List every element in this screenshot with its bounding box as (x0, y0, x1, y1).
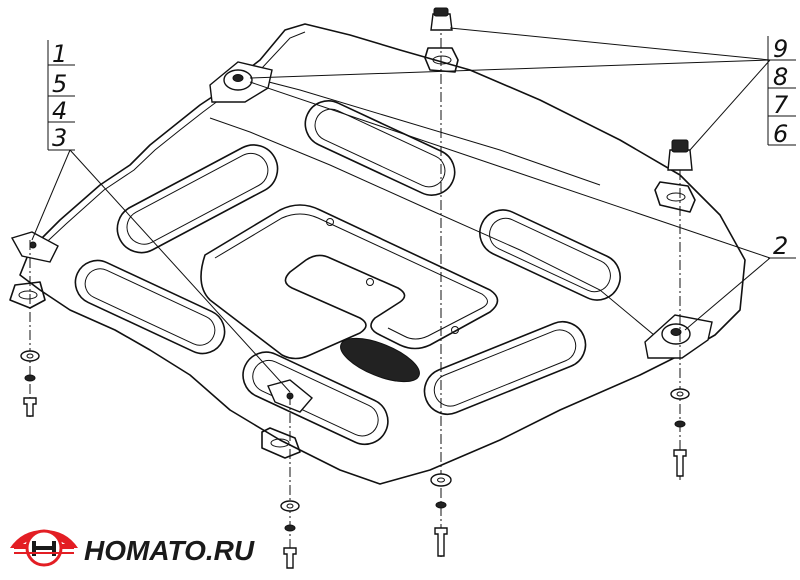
recess-serpentine-inner (214, 213, 488, 340)
mount-tab-left (9, 281, 46, 309)
recess-serpentine (200, 204, 499, 360)
recess-oval-top (304, 100, 456, 196)
callout-5: 5 (52, 70, 67, 98)
bolt-set-bottom-left (280, 500, 300, 569)
callout-3: 3 (52, 124, 67, 152)
bolt-set-right (670, 388, 690, 477)
skid-plate-inner-edge (35, 31, 306, 253)
recess-oval-left (116, 144, 279, 254)
logo-text: HOMATO.RU (84, 535, 255, 566)
callout-2: 2 (773, 232, 788, 260)
hole (326, 218, 334, 226)
recess-oval-lower-left (74, 259, 226, 355)
callout-stack-left: 1 5 4 3 (47, 40, 75, 152)
homato-logo: HOMATO.RU (10, 529, 255, 567)
callout-1: 1 (52, 40, 67, 68)
recess-oval-lower-right (423, 320, 587, 416)
callout-7: 7 (773, 91, 789, 119)
skid-plate-outline (19, 23, 746, 485)
bolt-set-left (20, 350, 40, 417)
clip-nut-top (430, 7, 453, 31)
leaders-left (31, 149, 291, 393)
bracket-plate-left (10, 231, 59, 263)
mount-tab-bottom-left (261, 427, 301, 459)
mount-tab-top (424, 47, 459, 73)
bend-line-rear (229, 71, 601, 186)
hole (451, 326, 459, 334)
callout-6: 6 (773, 120, 788, 148)
hole (366, 278, 374, 286)
bend-line-front (209, 117, 661, 341)
mount-tab-right (654, 181, 696, 213)
bolt-set-center (430, 473, 452, 557)
bracket-nut-top-left (209, 61, 273, 103)
callout-9: 9 (773, 35, 788, 63)
callout-stack-right: 9 8 7 6 (767, 35, 796, 148)
callout-4: 4 (52, 97, 67, 125)
callout-single: 2 (768, 232, 796, 260)
bracket-nut-right (644, 314, 713, 359)
recess-oval-bottom (242, 351, 389, 446)
callout-8: 8 (773, 63, 788, 91)
recess-dark-slot (340, 337, 420, 383)
recess-oval-right (479, 209, 621, 301)
leaders-right (249, 27, 771, 151)
homato-logo-emblem (10, 529, 78, 567)
clip-nut-right (667, 139, 693, 171)
leaders-2 (249, 81, 771, 331)
